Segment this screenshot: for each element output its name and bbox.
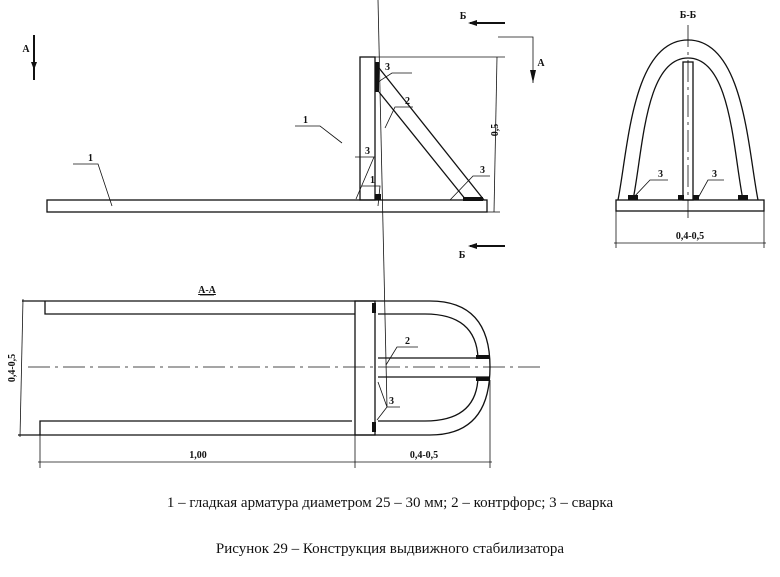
legend-text: 1 – гладкая арматура диаметром 25 – 30 м… — [166, 495, 614, 511]
callout-3: 3 — [389, 396, 394, 407]
section-mark-b-top: Б — [460, 11, 467, 22]
callout-3: 3 — [365, 146, 370, 157]
height-dim-label: 0,5 — [490, 124, 501, 137]
vertical-post — [359, 56, 376, 201]
side-view: 0,5 А Б А Б 1 1 3 2 3 1 3 — [22, 11, 545, 261]
height-dimension — [493, 56, 498, 213]
callout-1: 1 — [370, 175, 375, 186]
arch-dim-label: 0,4-0,5 — [410, 450, 438, 461]
callout-3: 3 — [712, 169, 717, 180]
section-bb: Б-Б 3 3 0,4-0,5 — [614, 10, 766, 248]
length-dim-label: 1,00 — [189, 450, 207, 461]
width-dimension — [19, 298, 24, 438]
figure-caption: Рисунок 29 – Конструкция выдвижного стаб… — [215, 541, 565, 557]
section-aa-title: А-А — [198, 285, 217, 296]
callout-2: 2 — [405, 336, 410, 347]
section-mark-b-bottom: Б — [459, 250, 466, 261]
callout-3: 3 — [385, 62, 390, 73]
width-dim-label: 0,4-0,5 — [676, 231, 704, 242]
callout-2: 2 — [405, 96, 410, 107]
callout-1: 1 — [303, 115, 308, 126]
callout-3: 3 — [658, 169, 663, 180]
base-bar — [46, 199, 488, 213]
section-mark-a-right: А — [537, 58, 545, 69]
cross-post — [354, 300, 376, 436]
brace — [378, 67, 485, 201]
section-aa: А-А 2 3 0,4-0,5 1,00 0,4-0,5 — [7, 0, 540, 468]
width-dim-label: 0,4-0,5 — [7, 354, 18, 382]
section-bb-title: Б-Б — [680, 10, 697, 21]
callout-3: 3 — [480, 165, 485, 176]
arch-outer — [375, 300, 491, 436]
section-mark-a-left: А — [22, 44, 30, 55]
callout-1: 1 — [88, 153, 93, 164]
